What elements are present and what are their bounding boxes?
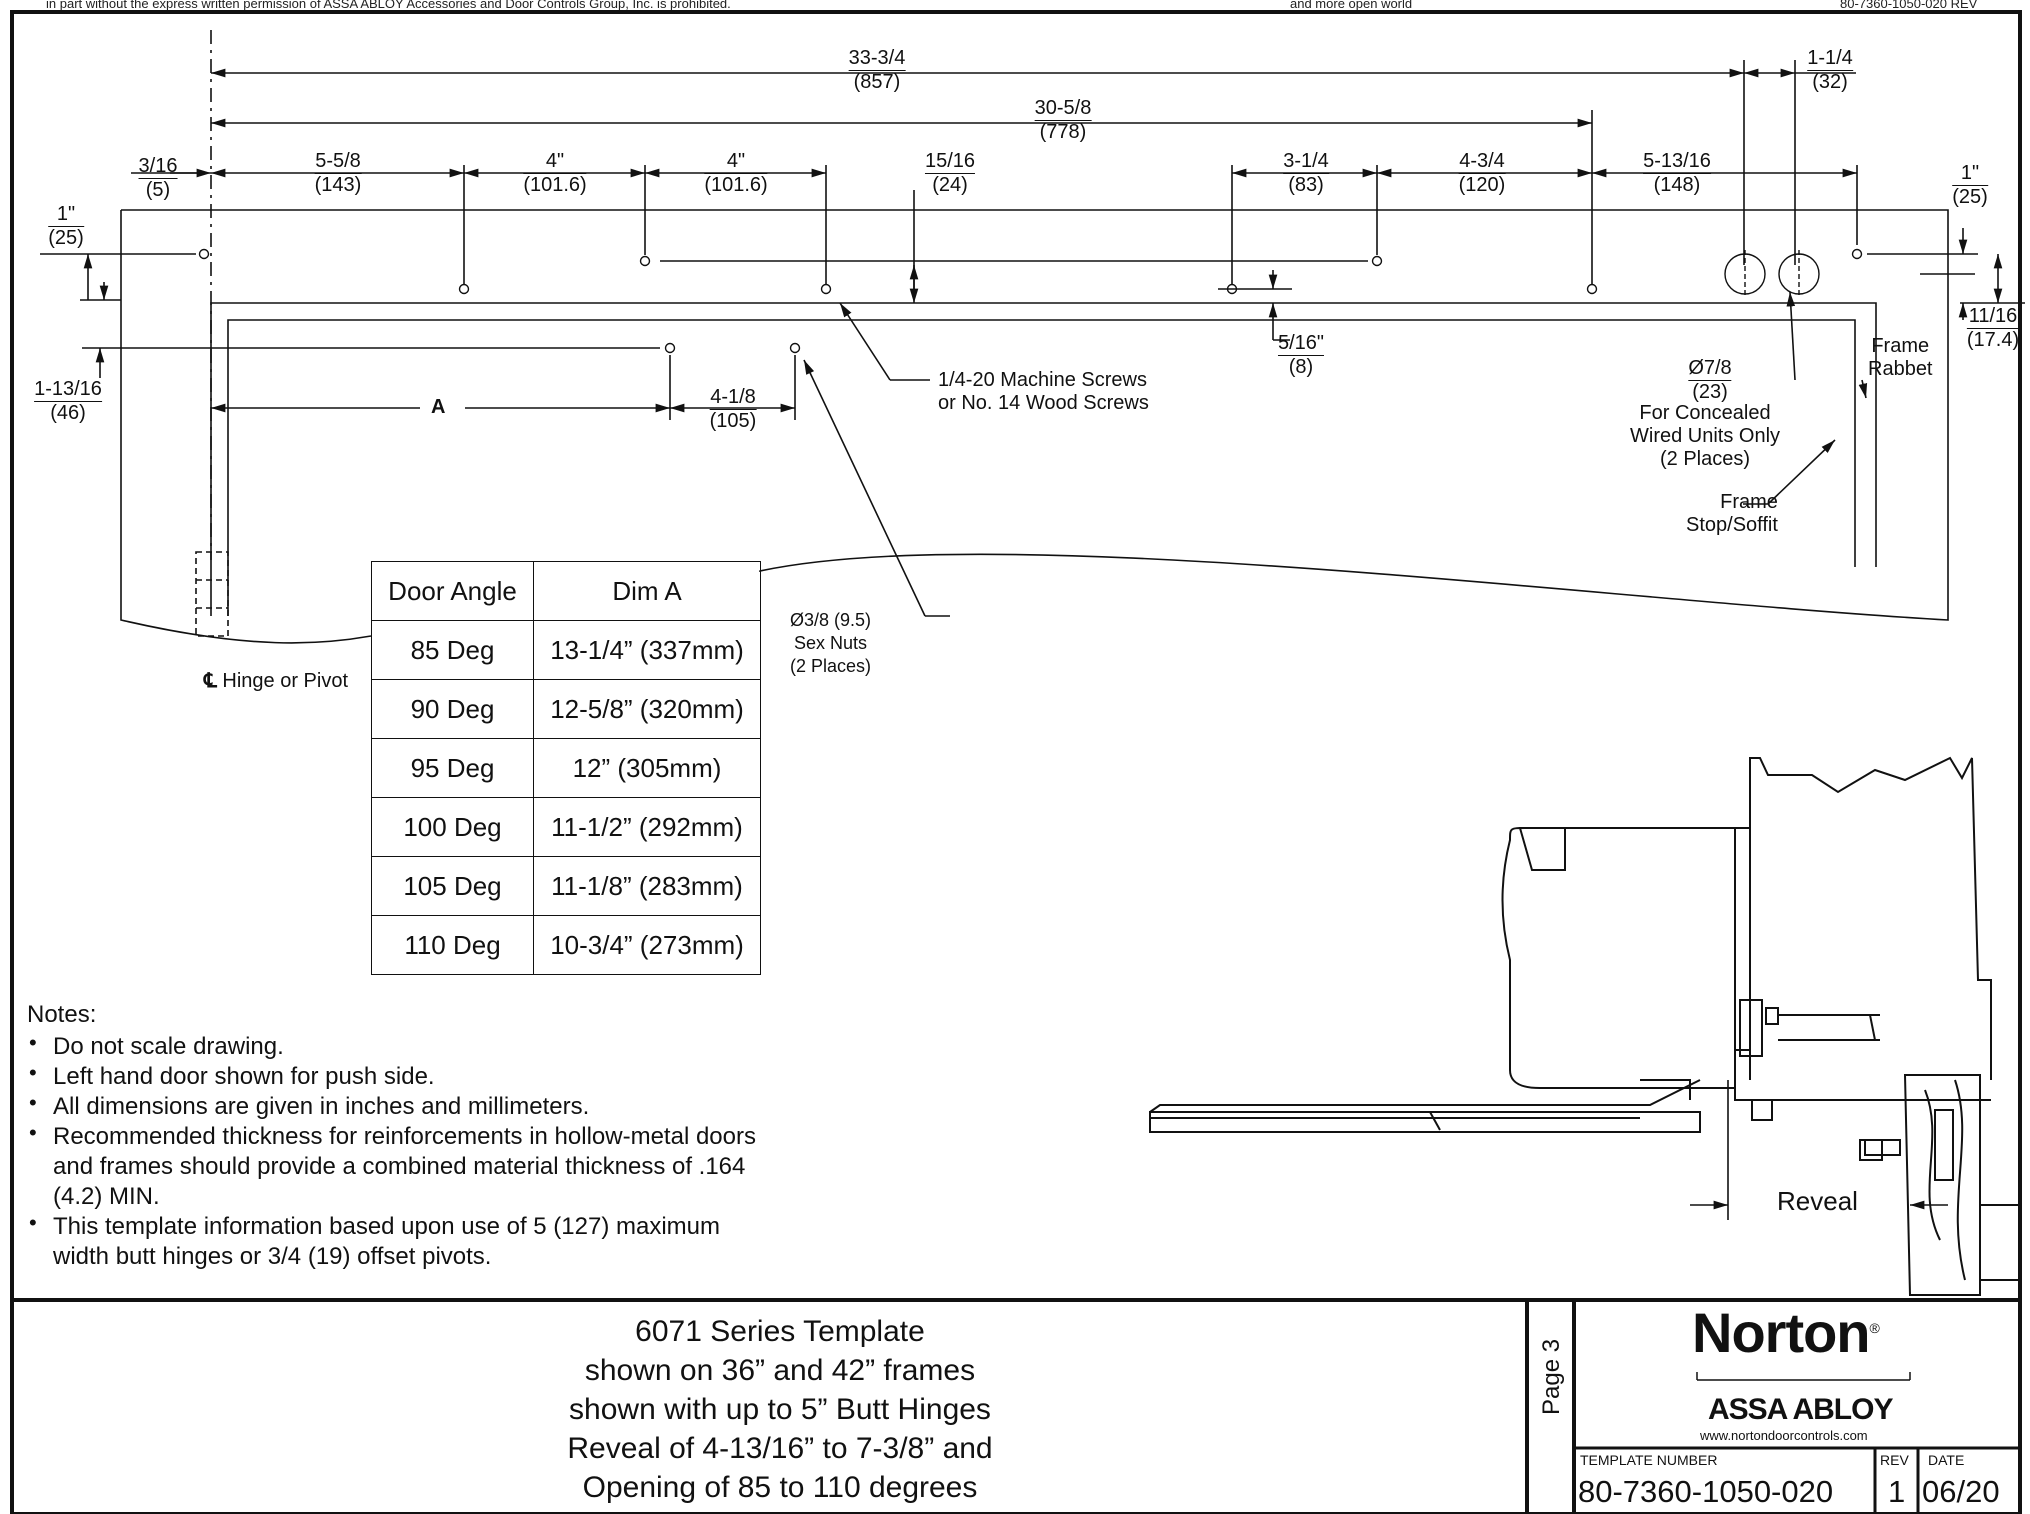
note-item: Recommended thickness for reinforcements… [27, 1118, 793, 1212]
table-cell: 105 Deg [371, 856, 534, 916]
table-header-angle: Door Angle [371, 561, 534, 621]
table-cell: 12” (305mm) [533, 738, 761, 798]
dim-3-1-4: 3-1/4(83) [1283, 150, 1329, 196]
dim-1-13-16: 1-13/16(46) [34, 378, 102, 424]
sex-nuts-callout: Ø3/8 (9.5)Sex Nuts(2 Places) [790, 610, 872, 676]
dim-15-16: 15/16(24) [924, 150, 976, 196]
dim-30-5-8: 30-5/8(778) [1034, 97, 1092, 143]
table-cell: 13-1/4” (337mm) [533, 620, 761, 680]
note-item: All dimensions are given in inches and m… [27, 1088, 773, 1122]
dim-1-left: 1"(25) [48, 203, 84, 249]
date-label: DATE [1928, 1452, 1965, 1468]
rev-label: REV [1880, 1452, 1909, 1468]
dim-4-b: 4"(101.6) [704, 150, 768, 196]
notes-title: Notes: [27, 1001, 97, 1028]
dim-5-16: 5/16"(8) [1277, 332, 1325, 378]
table-cell: 85 Deg [371, 620, 534, 680]
dim-1-1-4: 1-1/4(32) [1807, 47, 1853, 93]
table-cell: 90 Deg [371, 679, 534, 739]
dim-4-3-4: 4-3/4(120) [1458, 150, 1506, 196]
table-cell: 12-5/8” (320mm) [533, 679, 761, 739]
dim-4-a: 4"(101.6) [523, 150, 587, 196]
norton-logo: Norton® [1692, 1301, 1880, 1364]
reveal-label: Reveal [1777, 1186, 1858, 1216]
dim-a-label: A [431, 396, 446, 418]
table-cell: 100 Deg [371, 797, 534, 857]
website: www.nortondoorcontrols.com [1700, 1428, 1868, 1443]
dim-overall: 33-3/4(857) [848, 47, 906, 93]
dim-hole-dia: Ø7/8(23) [1688, 357, 1732, 403]
dim-1-right: 1"(25) [1952, 162, 1988, 208]
table-cell: 110 Deg [371, 915, 534, 975]
notes-section: Notes: Do not scale drawing. Left hand d… [27, 1000, 827, 1272]
dim-3-16: 3/16(5) [138, 155, 178, 201]
table-cell: 95 Deg [371, 738, 534, 798]
page-number: Page 3 [1538, 1338, 1565, 1415]
rev-value: 1 [1888, 1474, 1906, 1509]
tagline: and more open world [1290, 0, 1413, 11]
centerline-icon: ℄ [204, 670, 217, 692]
table-cell: 10-3/4” (273mm) [533, 915, 761, 975]
hinge-callout: ℄ Hinge or Pivot [204, 670, 349, 692]
table-header-dim: Dim A [533, 561, 761, 621]
template-title: 6071 Series Template shown on 36” and 42… [567, 1315, 993, 1504]
dim-5-13-16: 5-13/16(148) [1643, 150, 1711, 196]
table-cell: 11-1/8” (283mm) [533, 856, 761, 916]
copyright-line: in part without the express written perm… [46, 0, 731, 11]
date-value: 06/20 [1922, 1474, 2000, 1509]
dim-5-5-8: 5-5/8(143) [314, 150, 362, 196]
dim-11-16: 11/16(17.4) [1966, 305, 2020, 351]
dim-4-1-8: 4-1/8(105) [709, 386, 757, 432]
template-number-label: TEMPLATE NUMBER [1580, 1452, 1718, 1468]
note-item: Left hand door shown for push side. [27, 1058, 773, 1092]
note-item: Do not scale drawing. [27, 1028, 773, 1062]
template-number: 80-7360-1050-020 [1578, 1474, 1834, 1509]
assa-abloy-logo: ASSA ABLOY [1708, 1393, 1893, 1426]
header-code: 80-7360-1050-020 REV [1840, 0, 1978, 11]
table-cell: 11-1/2” (292mm) [533, 797, 761, 857]
note-item: This template information based upon use… [27, 1208, 733, 1272]
